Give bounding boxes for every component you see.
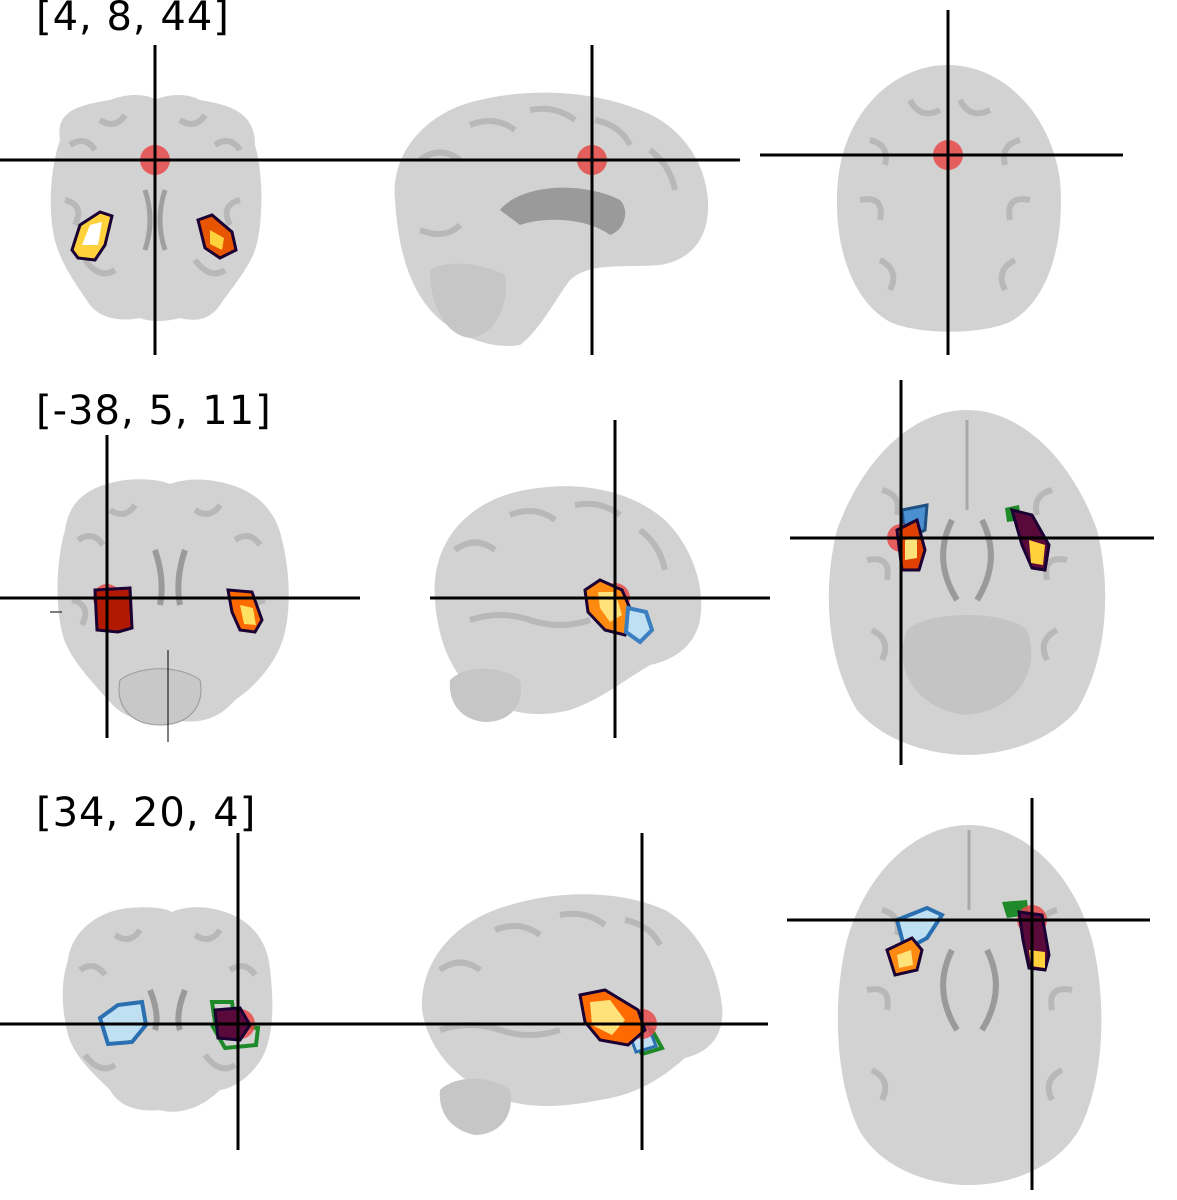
ventricles — [147, 988, 188, 1031]
gyri — [64, 113, 243, 277]
coronal-slice — [0, 833, 380, 1150]
cerebellum — [439, 1078, 511, 1135]
gyri — [438, 910, 663, 1038]
cool-cluster — [623, 605, 655, 645]
gyri — [78, 928, 258, 1072]
coronal-slice — [0, 435, 360, 742]
activation-right-core — [240, 605, 256, 625]
row-3: [34, 20, 4] — [0, 790, 1177, 1200]
cerebellum — [449, 668, 521, 722]
gyri — [71, 503, 266, 627]
cerebellum — [902, 615, 1032, 715]
coordinate-label: [-38, 5, 11] — [36, 388, 272, 434]
activation-left — [93, 586, 134, 634]
activation-right-core — [210, 230, 224, 250]
brain-outline — [57, 479, 289, 722]
ventricles — [152, 549, 188, 606]
gyri — [453, 500, 668, 628]
activation-core — [590, 1000, 625, 1035]
coronal-slice — [0, 45, 360, 355]
sagittal-slice — [370, 833, 768, 1150]
axial-slice — [790, 380, 1154, 765]
cerebellum — [118, 668, 202, 726]
activation-left-core — [897, 950, 913, 968]
coordinate-label: [4, 8, 44] — [36, 0, 230, 40]
axial-slice — [760, 10, 1123, 355]
gyri — [418, 105, 678, 237]
axial-slice — [787, 798, 1150, 1190]
brain-outline — [434, 486, 702, 715]
brain-outline — [62, 907, 273, 1112]
sagittal-slice — [330, 45, 740, 355]
sagittal-slice — [430, 420, 770, 738]
ventricles — [142, 189, 168, 251]
coordinate-label: [34, 20, 4] — [36, 790, 257, 836]
activation-left-core — [82, 222, 102, 245]
gyri — [866, 487, 1068, 662]
cerebellum — [430, 263, 506, 338]
ventricles — [940, 518, 994, 602]
row-1: [4, 8, 44] — [0, 0, 1177, 360]
ventricles — [940, 948, 999, 1032]
row-2: [-38, 5, 11] — [0, 380, 1177, 780]
activation-left-core — [905, 538, 917, 560]
gyri — [859, 98, 1031, 292]
activation-right-core — [1029, 540, 1045, 565]
corpus-callosum — [500, 187, 626, 235]
brain-outline — [421, 894, 723, 1106]
